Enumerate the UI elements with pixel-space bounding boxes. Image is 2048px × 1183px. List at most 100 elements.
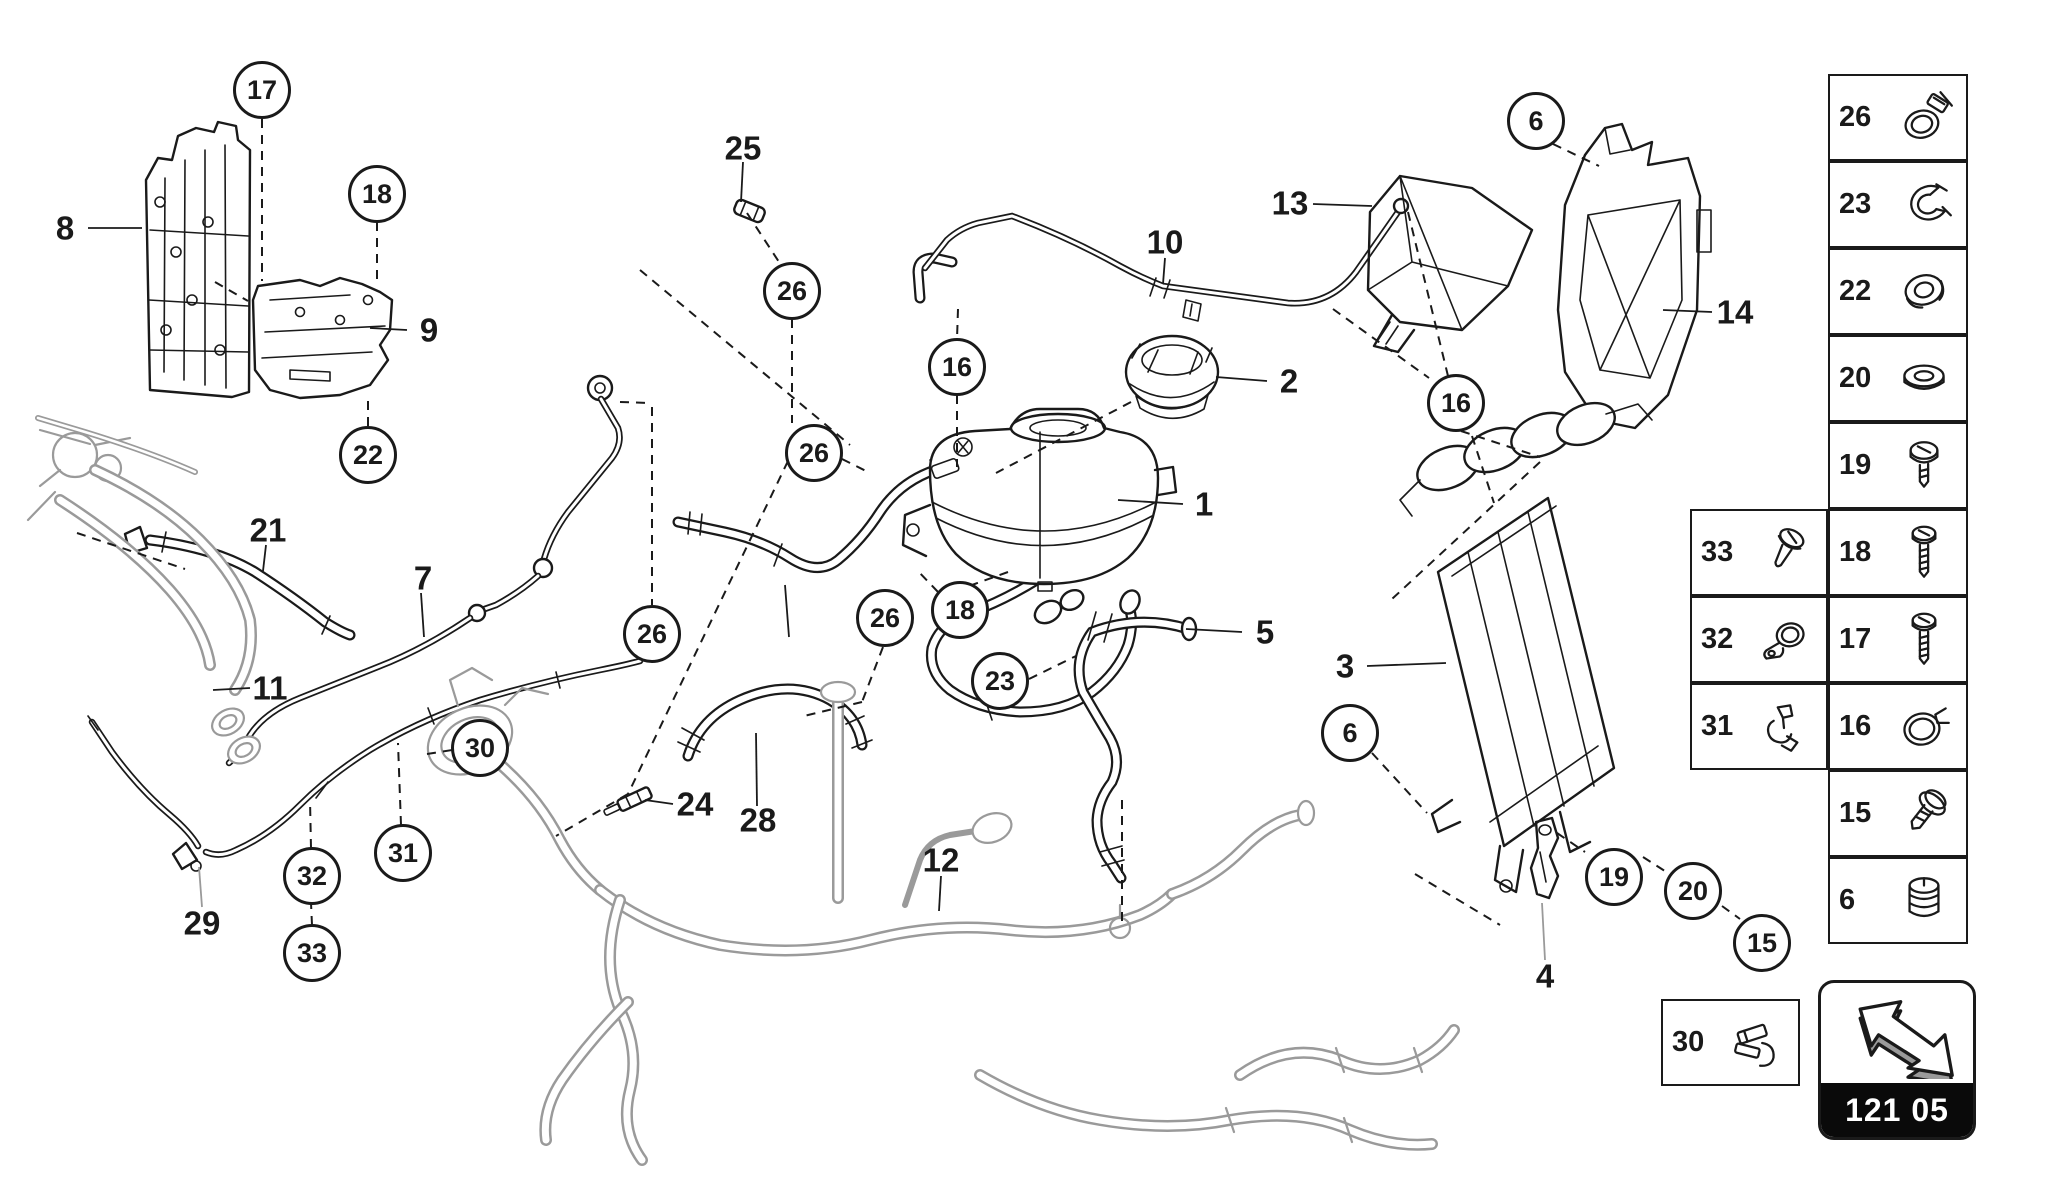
assembly-dashed-line [639, 269, 851, 446]
callout-24[interactable]: 24 [676, 785, 714, 823]
legend-item-number: 6 [1839, 884, 1856, 916]
callout-6[interactable]: 6 [1321, 704, 1379, 762]
legend-item-number: 26 [1839, 101, 1872, 133]
assembly-dashed-line [1414, 873, 1501, 926]
callout-3[interactable]: 3 [1335, 647, 1355, 685]
assembly-dashed-line [1642, 856, 1669, 874]
callout-11[interactable]: 11 [252, 669, 288, 707]
callout-31[interactable]: 31 [374, 824, 432, 882]
callout-16[interactable]: 16 [928, 338, 986, 396]
legend-item-number: 33 [1701, 536, 1734, 568]
flange-bolt-icon [1881, 781, 1966, 847]
assembly-dashed-line [1556, 832, 1586, 853]
callout-22[interactable]: 22 [339, 426, 397, 484]
callout-18[interactable]: 18 [348, 165, 406, 223]
callout-5[interactable]: 5 [1255, 613, 1275, 651]
callout-21[interactable]: 21 [249, 511, 287, 549]
callout-18[interactable]: 18 [931, 581, 989, 639]
assembly-dashed-line [1371, 752, 1428, 814]
assembly-dashed-line [1552, 143, 1600, 167]
legend-item-26[interactable]: 26 [1828, 74, 1968, 161]
legend-item-20[interactable]: 20 [1828, 335, 1968, 422]
callout-32[interactable]: 32 [283, 847, 341, 905]
part-29-vent-pipe-drawing [87, 657, 644, 872]
pan-screw-icon [1743, 520, 1826, 586]
leader-line [198, 866, 203, 908]
spring-clip-icon [1743, 694, 1826, 760]
callout-10[interactable]: 10 [1146, 223, 1184, 261]
callout-8[interactable]: 8 [55, 209, 75, 247]
callout-20[interactable]: 20 [1664, 862, 1722, 920]
callout-17[interactable]: 17 [233, 61, 291, 119]
grommet-icon [1881, 259, 1966, 325]
assembly-dashed-line [1332, 308, 1430, 379]
assembly-dashed-line [841, 458, 867, 472]
screw-icon [1881, 433, 1966, 499]
assembly-dashed-line [746, 212, 780, 263]
callout-1[interactable]: 1 [1194, 485, 1214, 523]
legend-item-19[interactable]: 19 [1828, 422, 1968, 509]
callout-12[interactable]: 12 [922, 841, 960, 879]
assembly-dashed-line [1028, 655, 1077, 680]
bolt-icon [1881, 520, 1966, 586]
callout-4[interactable]: 4 [1535, 957, 1555, 995]
legend-item-number: 16 [1839, 710, 1872, 742]
legend-item-32[interactable]: 32 [1690, 596, 1828, 683]
part-9-bracket-drawing [251, 276, 394, 400]
callout-26[interactable]: 26 [856, 589, 914, 647]
leader-line [1117, 499, 1184, 505]
callout-7[interactable]: 7 [413, 559, 433, 597]
legend-item-6[interactable]: 6 [1828, 857, 1968, 944]
legend-item-number: 18 [1839, 536, 1872, 568]
callout-14[interactable]: 14 [1716, 293, 1754, 331]
callout-2[interactable]: 2 [1279, 362, 1299, 400]
callout-26[interactable]: 26 [763, 262, 821, 320]
leader-line [1662, 309, 1713, 313]
legend-item-30[interactable]: 30 [1661, 999, 1800, 1086]
legend-item-17[interactable]: 17 [1828, 596, 1968, 683]
legend-item-15[interactable]: 15 [1828, 770, 1968, 857]
legend-item-16[interactable]: 16 [1828, 683, 1968, 770]
assembly-dashed-line [861, 646, 884, 703]
legend-item-23[interactable]: 23 [1828, 161, 1968, 248]
callout-29[interactable]: 29 [183, 904, 221, 942]
retaining-clip-icon [1714, 1010, 1798, 1076]
assembly-dashed-line [915, 568, 939, 593]
leader-line [740, 161, 744, 203]
callout-19[interactable]: 19 [1585, 848, 1643, 906]
callout-9[interactable]: 9 [419, 311, 439, 349]
callout-28[interactable]: 28 [739, 801, 777, 839]
callout-15[interactable]: 15 [1733, 914, 1791, 972]
legend-item-18[interactable]: 18 [1828, 509, 1968, 596]
leader-line [1541, 902, 1546, 961]
part-25-clip-drawing [733, 198, 766, 224]
legend-item-number: 20 [1839, 362, 1872, 394]
assembly-dashed-line [1721, 905, 1741, 920]
callout-26[interactable]: 26 [623, 605, 681, 663]
leader-line [1162, 257, 1166, 285]
callout-6[interactable]: 6 [1507, 92, 1565, 150]
assembly-dashed-line [397, 742, 402, 826]
part-8-heat-shield-drawing [144, 120, 252, 399]
callout-30[interactable]: 30 [451, 719, 509, 777]
legend-item-number: 30 [1672, 1026, 1705, 1058]
callout-13[interactable]: 13 [1271, 184, 1309, 222]
assembly-dashed-line [426, 749, 453, 755]
callout-23[interactable]: 23 [971, 652, 1029, 710]
legend-item-number: 32 [1701, 623, 1734, 655]
callout-26[interactable]: 26 [785, 424, 843, 482]
legend-item-number: 19 [1839, 449, 1872, 481]
assembly-dashed-line [1407, 211, 1449, 377]
callout-25[interactable]: 25 [724, 129, 762, 167]
callout-33[interactable]: 33 [283, 924, 341, 982]
back-arrow-icon [1821, 983, 1973, 1083]
assembly-dashed-line [309, 799, 312, 849]
leader-line [262, 544, 267, 572]
legend-item-22[interactable]: 22 [1828, 248, 1968, 335]
legend-item-31[interactable]: 31 [1690, 683, 1828, 770]
part-14-housing-drawing [1556, 122, 1712, 430]
callout-16[interactable]: 16 [1427, 374, 1485, 432]
page-nav-box[interactable]: 121 05 [1818, 980, 1976, 1140]
legend-item-33[interactable]: 33 [1690, 509, 1828, 596]
